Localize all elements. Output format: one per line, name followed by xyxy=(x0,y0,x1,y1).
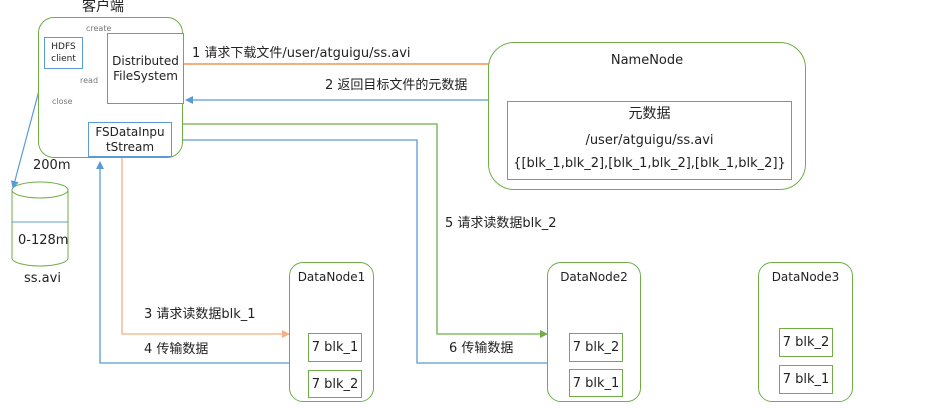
metadata-path: /user/atguigu/ss.avi xyxy=(585,133,714,148)
metadata-blocks: {[blk_1,blk_2],[blk_1,blk_2],[blk_1,blk_… xyxy=(513,156,786,171)
fsdatainputstream-box: FSDataInpu tStream xyxy=(88,122,172,157)
namenode-title: NameNode xyxy=(610,53,684,68)
datanode1-block: 7 blk_2 xyxy=(308,370,362,398)
client-title: 客户端 xyxy=(82,0,124,15)
datanode1-title: DataNode1 xyxy=(297,270,366,284)
datanode2-title: DataNode2 xyxy=(560,270,628,284)
step5-arrow xyxy=(172,123,548,338)
datanode1-block: 7 blk_1 xyxy=(308,333,362,362)
step3-arrow xyxy=(121,158,290,338)
hdfs-client-box: HDFS client xyxy=(44,37,83,69)
step6-arrow xyxy=(174,136,547,364)
storage-size-label: 200m xyxy=(33,158,71,173)
datanode3-block: 7 blk_1 xyxy=(779,365,833,394)
step3-label: 3 请求读数据blk_1 xyxy=(144,307,256,322)
datanode3-block: 7 blk_2 xyxy=(779,328,833,357)
datanode2-block: 7 blk_1 xyxy=(569,369,623,397)
distributed-filesystem-box: Distributed FileSystem xyxy=(107,33,184,104)
close-label: close xyxy=(52,97,73,106)
metadata-title: 元数据 xyxy=(628,106,671,122)
step4-arrow xyxy=(96,161,289,364)
step1-label: 1 请求下载文件/user/atguigu/ss.avi xyxy=(192,46,411,61)
datanode2-block: 7 blk_2 xyxy=(569,333,623,362)
step2-label: 2 返回目标文件的元数据 xyxy=(325,78,468,93)
metadata-box xyxy=(507,101,792,180)
step5-label: 5 请求读数据blk_2 xyxy=(445,216,557,231)
create-label: create xyxy=(86,24,112,33)
read-label: read xyxy=(80,76,99,85)
storage-cylinder xyxy=(11,181,69,267)
step6-label: 6 传输数据 xyxy=(449,341,514,356)
step4-label: 4 传输数据 xyxy=(144,342,209,357)
storage-range-label: 0-128m xyxy=(18,233,69,248)
datanode3-title: DataNode3 xyxy=(771,270,840,284)
file-name-label: ss.avi xyxy=(24,271,61,286)
